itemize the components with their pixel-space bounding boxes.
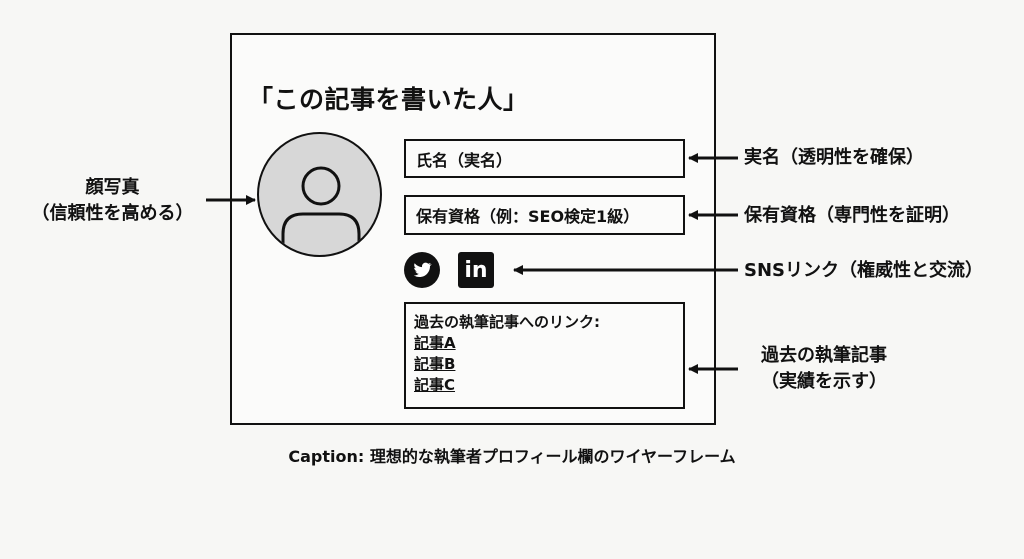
past-articles-heading: 過去の執筆記事へのリンク:	[414, 313, 600, 331]
person-icon	[281, 166, 361, 252]
annotation-photo-line2: （信頼性を高める）	[31, 203, 194, 224]
figure-caption: Caption: 理想的な執筆者プロフィール欄のワイヤーフレーム	[288, 447, 736, 466]
annotation-past-articles-line2: （実績を示す）	[761, 371, 887, 392]
linkedin-icon[interactable]: in	[458, 252, 494, 288]
annotation-past-articles-line1: 過去の執筆記事	[761, 345, 887, 366]
annotation-real-name: 実名（透明性を確保）	[744, 147, 924, 168]
annotation-past-articles: 過去の執筆記事 （実績を示す）	[744, 343, 904, 395]
qualification-field: 保有資格（例：SEO検定1級）	[404, 195, 685, 235]
article-link-b[interactable]: 記事B	[414, 355, 456, 373]
annotation-photo: 顔写真 （信頼性を高める）	[30, 175, 195, 227]
name-field: 氏名（実名）	[404, 139, 685, 178]
past-articles-box: 過去の執筆記事へのリンク: 記事A 記事B 記事C	[404, 302, 685, 409]
annotation-photo-line1: 顔写真	[85, 177, 140, 198]
annotation-qualification: 保有資格（専門性を証明）	[744, 205, 960, 226]
article-link-a[interactable]: 記事A	[414, 334, 456, 352]
twitter-bird-glyph	[413, 262, 432, 278]
twitter-icon[interactable]	[404, 252, 440, 288]
author-photo-placeholder	[257, 132, 382, 257]
annotation-sns: SNSリンク（権威性と交流）	[744, 260, 983, 281]
card-title: 「この記事を書いた人」	[248, 85, 529, 114]
article-link-c[interactable]: 記事C	[414, 376, 456, 394]
